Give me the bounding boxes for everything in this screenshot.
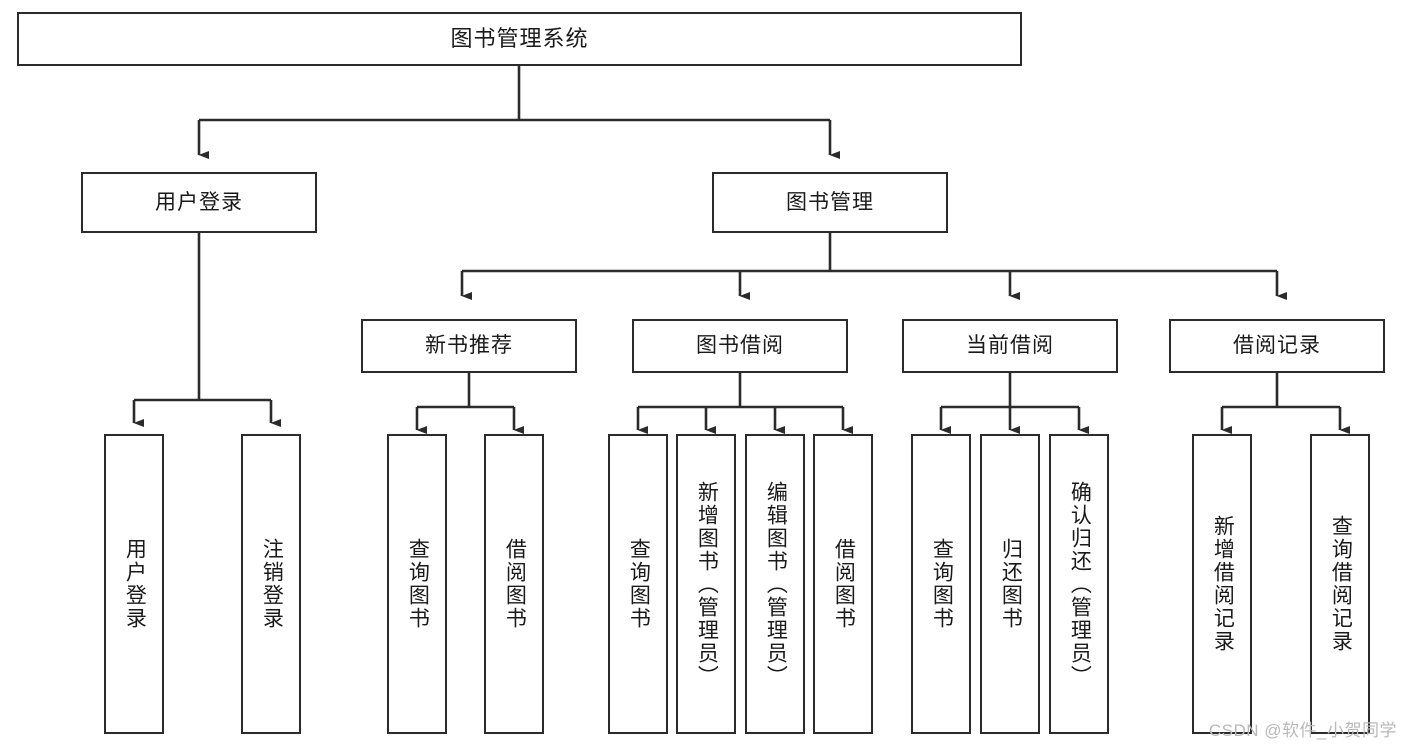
leaf-label: 查询图书: [930, 538, 954, 630]
leaf-label: 注销登录: [260, 538, 284, 630]
node-new-book-recommend[interactable]: 新书推荐: [361, 319, 577, 373]
leaf-label: 新增借阅记录: [1211, 515, 1235, 653]
leaf-label: 查询借阅记录: [1329, 515, 1353, 653]
node-root-system[interactable]: 图书管理系统: [17, 12, 1022, 66]
leaf-user-login-logout[interactable]: 注销登录: [241, 434, 301, 734]
leaf-label: 查询图书: [627, 538, 651, 630]
leaf-recommend-query-book[interactable]: 查询图书: [387, 434, 447, 734]
leaf-recommend-borrow-book[interactable]: 借阅图书: [484, 434, 544, 734]
leaf-borrow-add-book-admin[interactable]: 新增图书（管理员）: [676, 434, 736, 734]
node-label: 图书借阅: [696, 334, 784, 358]
leaf-record-add-record[interactable]: 新增借阅记录: [1192, 434, 1252, 734]
node-borrow-record[interactable]: 借阅记录: [1169, 319, 1385, 373]
leaf-label: 归还图书: [999, 538, 1023, 630]
leaf-label: 查询图书: [406, 538, 430, 630]
leaf-label: 编辑图书（管理员）: [764, 480, 788, 688]
leaf-current-return-book[interactable]: 归还图书: [980, 434, 1040, 734]
node-user-login[interactable]: 用户登录: [81, 172, 317, 233]
leaf-current-query-book[interactable]: 查询图书: [911, 434, 971, 734]
node-label: 借阅记录: [1233, 334, 1321, 358]
node-current-borrow[interactable]: 当前借阅: [902, 319, 1118, 373]
leaf-label: 用户登录: [123, 538, 147, 630]
leaf-label: 新增图书（管理员）: [695, 480, 719, 688]
leaf-borrow-query-book[interactable]: 查询图书: [608, 434, 668, 734]
node-book-borrow[interactable]: 图书借阅: [632, 319, 848, 373]
node-label: 新书推荐: [425, 334, 513, 358]
node-label: 图书管理系统: [450, 25, 589, 51]
watermark-text: CSDN @软件_小贺同学: [1208, 721, 1397, 740]
leaf-borrow-edit-book-admin[interactable]: 编辑图书（管理员）: [745, 434, 805, 734]
node-label: 当前借阅: [966, 334, 1054, 358]
leaf-record-query-record[interactable]: 查询借阅记录: [1310, 434, 1370, 734]
leaf-label: 借阅图书: [832, 538, 856, 630]
leaf-user-login-login[interactable]: 用户登录: [104, 434, 164, 734]
leaf-label: 确认归还（管理员）: [1068, 480, 1092, 688]
node-label: 图书管理: [786, 190, 874, 214]
leaf-borrow-borrow-book[interactable]: 借阅图书: [813, 434, 873, 734]
node-label: 用户登录: [155, 190, 243, 214]
leaf-current-confirm-return-admin[interactable]: 确认归还（管理员）: [1049, 434, 1109, 734]
node-book-management[interactable]: 图书管理: [712, 172, 948, 233]
leaf-label: 借阅图书: [503, 538, 527, 630]
